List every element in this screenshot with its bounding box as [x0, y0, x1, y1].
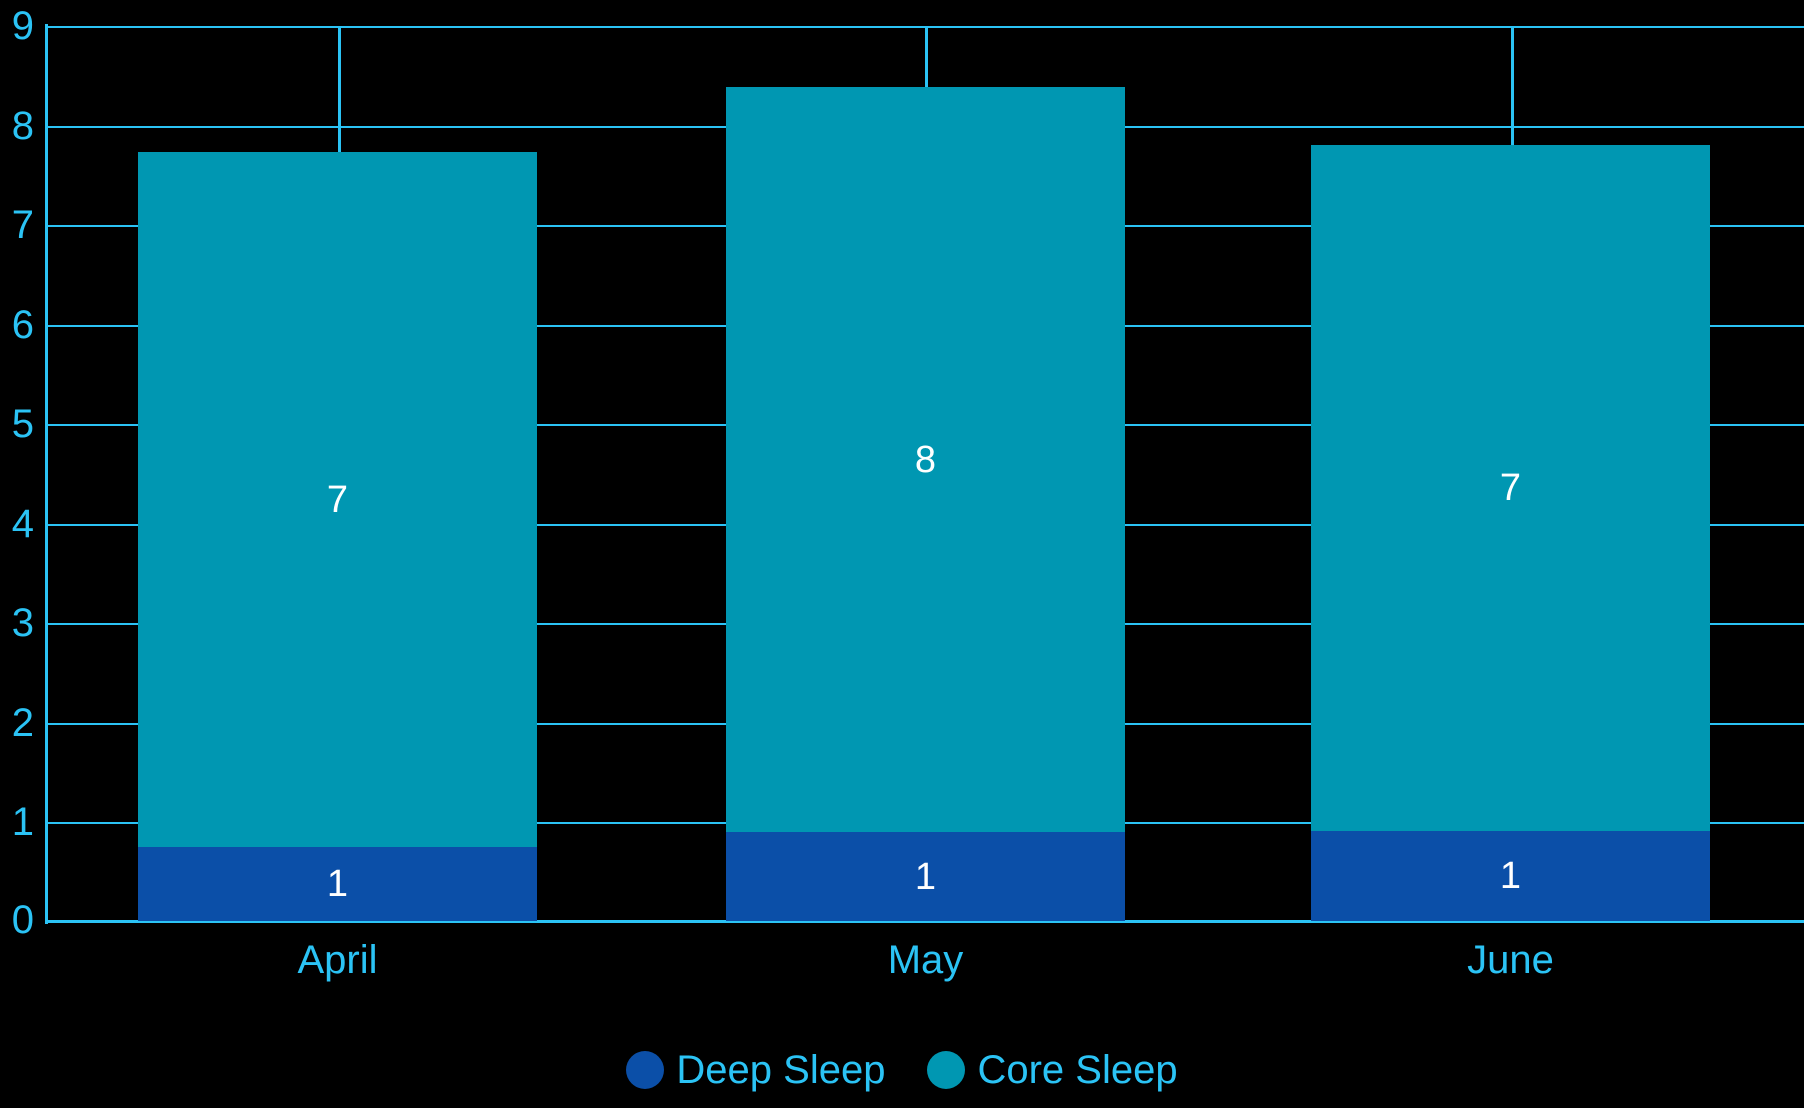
- y-axis-line: [45, 24, 48, 924]
- gridline-9: [45, 26, 1804, 28]
- legend-swatch-circle-icon: [626, 1051, 665, 1089]
- y-tick-label-3: 3: [11, 601, 34, 645]
- y-tick-label-6: 6: [11, 303, 34, 347]
- legend-item-core-sleep[interactable]: Core Sleep: [927, 1048, 1178, 1092]
- bar-segment-deep-sleep-april[interactable]: 1: [138, 847, 537, 921]
- x-tick-label-april: April: [297, 938, 378, 982]
- bar-segment-deep-sleep-june[interactable]: 1: [1311, 831, 1710, 921]
- category-tick-2: [925, 26, 928, 88]
- legend-label: Core Sleep: [977, 1048, 1178, 1092]
- bar-value-label: 1: [326, 863, 349, 905]
- bar-value-label: 7: [326, 478, 349, 521]
- y-tick-label-0: 0: [11, 898, 34, 942]
- bar-group-june[interactable]: 7 1: [1311, 145, 1710, 921]
- y-tick-label-8: 8: [11, 104, 34, 148]
- y-tick-label-7: 7: [11, 203, 34, 247]
- bar-value-label: 8: [914, 438, 937, 481]
- bar-value-label: 7: [1499, 467, 1522, 509]
- bar-segment-core-sleep-april[interactable]: 7: [138, 152, 537, 847]
- bar-segment-core-sleep-may[interactable]: 8: [726, 87, 1125, 832]
- legend-swatch-circle-icon: [927, 1051, 966, 1089]
- category-tick-3: [1511, 26, 1514, 145]
- bar-value-label: 1: [1499, 855, 1522, 897]
- bar-group-may[interactable]: 8 1: [726, 87, 1125, 921]
- legend-label: Deep Sleep: [676, 1048, 886, 1092]
- bar-segment-deep-sleep-may[interactable]: 1: [726, 832, 1125, 921]
- chart-legend: Deep Sleep Core Sleep: [0, 1050, 1804, 1090]
- bar-group-april[interactable]: 7 1: [138, 152, 537, 921]
- y-tick-label-2: 2: [11, 701, 34, 745]
- bar-value-label: 1: [914, 855, 937, 898]
- y-tick-label-4: 4: [11, 502, 34, 546]
- y-tick-label-5: 5: [11, 402, 34, 446]
- category-tick-1: [338, 26, 341, 152]
- bar-segment-core-sleep-june[interactable]: 7: [1311, 145, 1710, 831]
- x-axis-baseline: [45, 920, 1804, 923]
- y-tick-label-9: 9: [11, 4, 34, 48]
- x-tick-label-june: June: [1467, 938, 1554, 982]
- y-tick-label-1: 1: [11, 800, 34, 844]
- legend-item-deep-sleep[interactable]: Deep Sleep: [626, 1050, 885, 1090]
- x-tick-label-may: May: [887, 938, 964, 982]
